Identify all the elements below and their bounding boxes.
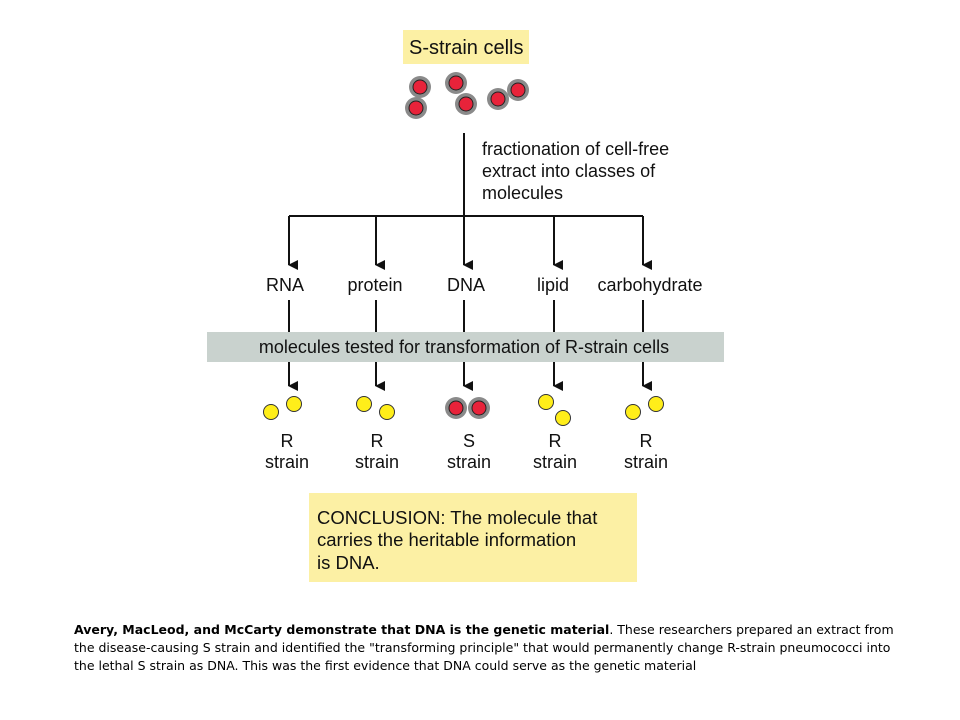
result-word-dna: strain (447, 452, 491, 472)
result-letter-rna: R (281, 431, 294, 451)
fraction-label-protein: protein (347, 275, 402, 295)
conclusion-line-2: carries the heritable information (317, 529, 576, 550)
caption-bold: Avery, MacLeod, and McCarty demonstrate … (74, 622, 610, 637)
test-bar (207, 332, 724, 362)
result-cell-dna-1 (448, 400, 464, 416)
s-cell-3 (448, 75, 464, 91)
fraction-label-rna: RNA (266, 275, 304, 295)
caption-text: . These researchers prepared an extract … (74, 622, 894, 673)
result-cell-rna-2 (286, 396, 302, 412)
title-box (403, 30, 529, 64)
conclusion-line-3: is DNA. (317, 552, 380, 573)
fraction-label-dna: DNA (447, 275, 485, 295)
result-letter-dna: S (463, 431, 475, 451)
s-cell-5 (490, 91, 506, 107)
result-word-lipid: strain (533, 452, 577, 472)
result-cell-protein-2 (379, 404, 395, 420)
result-letter-lipid: R (549, 431, 562, 451)
fractionation-label: fractionation of cell-free extract into … (482, 139, 674, 203)
result-word-carbohydrate: strain (624, 452, 668, 472)
s-cell-2 (408, 100, 424, 116)
result-word-rna: strain (265, 452, 309, 472)
fraction-arrows (288, 216, 652, 270)
result-word-protein: strain (355, 452, 399, 472)
result-cell-carbohydrate-2 (648, 396, 664, 412)
result-cell-lipid-1 (538, 394, 554, 410)
step-label-line-3: molecules (482, 183, 563, 203)
fraction-label-lipid: lipid (537, 275, 569, 295)
conclusion-box (309, 493, 637, 582)
s-cell-4 (458, 96, 474, 112)
s-strain-cells-icon (405, 72, 529, 119)
conclusion-text: CONCLUSION: The molecule that carries th… (317, 507, 603, 573)
result-letter-carbohydrate: R (640, 431, 653, 451)
result-cell-lipid-2 (555, 410, 571, 426)
result-cell-protein-1 (356, 396, 372, 412)
step-label-line-2: extract into classes of (482, 161, 656, 181)
result-cell-carbohydrate-1 (625, 404, 641, 420)
title: S-strain cells (409, 37, 523, 59)
result-letter-protein: R (371, 431, 384, 451)
figure-caption: Avery, MacLeod, and McCarty demonstrate … (74, 621, 904, 675)
step-label-line-1: fractionation of cell-free (482, 139, 669, 159)
test-bar-label: molecules tested for transformation of R… (259, 337, 669, 357)
fraction-label-carbohydrate: carbohydrate (597, 275, 702, 295)
conclusion-line-1: CONCLUSION: The molecule that (317, 507, 597, 528)
s-cell-6 (510, 82, 526, 98)
result-cell-rna-1 (263, 404, 279, 420)
s-cell-1 (412, 79, 428, 95)
result-cell-dna-2 (471, 400, 487, 416)
diagram: S-strain cells fractionation of cell-fre… (207, 30, 724, 582)
